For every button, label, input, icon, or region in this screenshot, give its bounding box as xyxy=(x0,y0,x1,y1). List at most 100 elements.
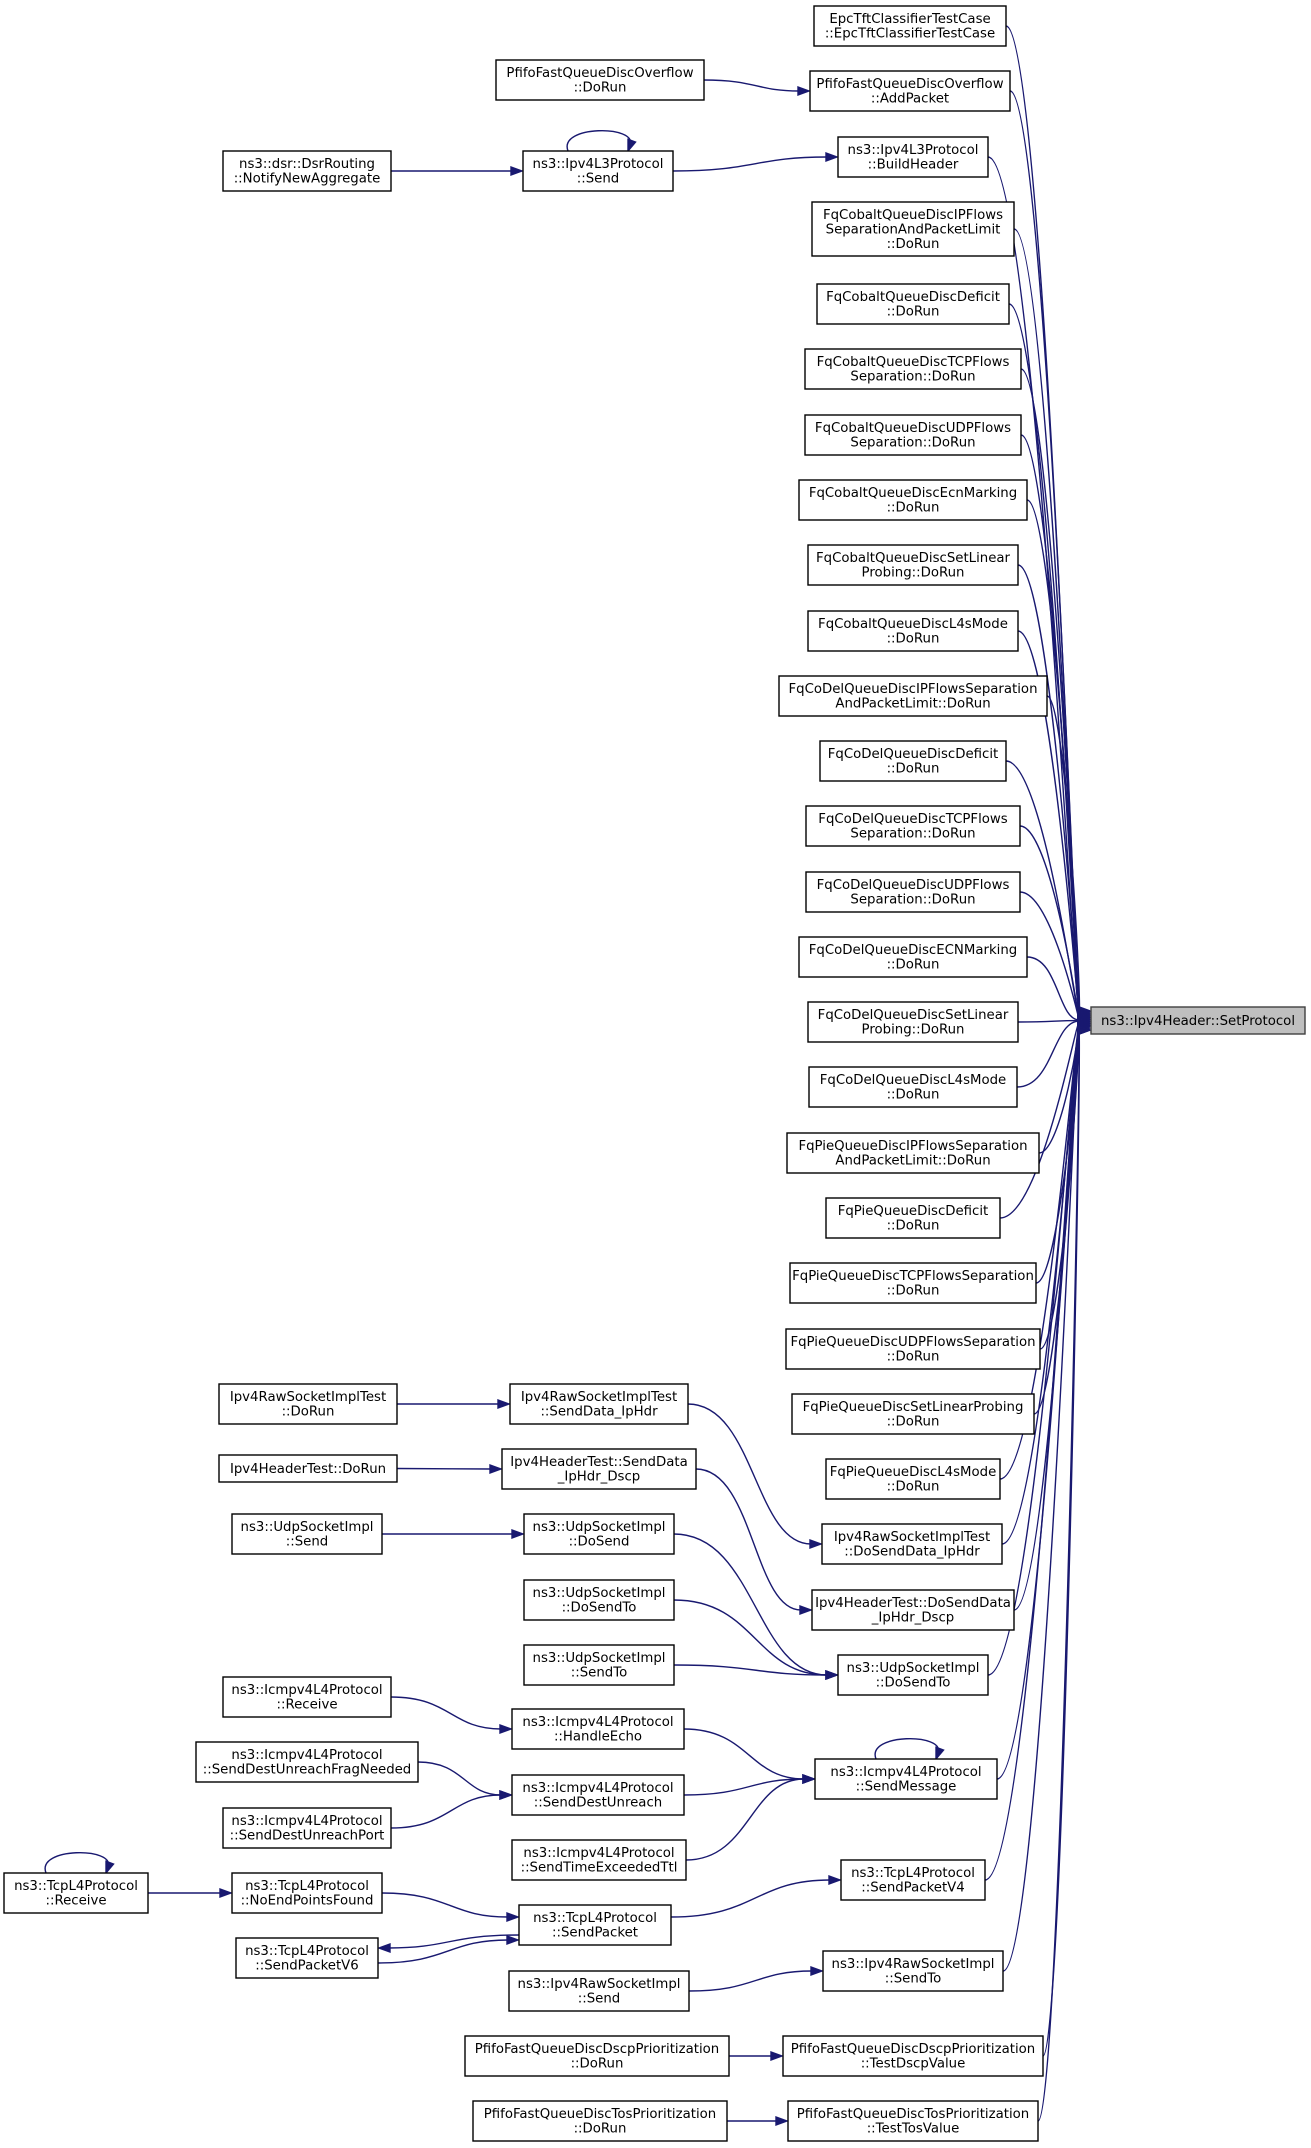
node-ns3-icmpv4l4protocol-senddestunreachport[interactable]: ns3::Icmpv4L4Protocol::SendDestUnreachPo… xyxy=(222,1807,392,1849)
node-pfifofastqueuediscoverflow-addpacket[interactable]: PfifoFastQueueDiscOverflow::AddPacket xyxy=(809,70,1011,112)
node-ns3-udpsocketimpl-sendto[interactable]: ns3::UdpSocketImpl::SendTo xyxy=(523,1644,675,1686)
node-pfifofastqueuediscdscpprioritization-testdscpvalue[interactable]: PfifoFastQueueDiscDscpPrioritization::Te… xyxy=(782,2035,1044,2077)
node-label: ::DoSend xyxy=(569,1535,630,1550)
node-fqpiequeuediscl4smode-dorun[interactable]: FqPieQueueDiscL4sMode::DoRun xyxy=(825,1458,1001,1500)
node-epctftclassifiertestcase-epctftclassifiertestcase[interactable]: EpcTftClassifierTestCase::EpcTftClassifi… xyxy=(813,5,1007,47)
edge-line xyxy=(390,1794,502,1829)
node-ns3-udpsocketimpl-dosendto[interactable]: ns3::UdpSocketImpl::DoSendTo xyxy=(523,1579,675,1621)
node-fqpiequeuediscdeficit-dorun[interactable]: FqPieQueueDiscDeficit::DoRun xyxy=(825,1197,1001,1239)
node-label: ns3::UdpSocketImpl xyxy=(533,1586,666,1601)
node-label: FqCobaltQueueDiscIPFlows xyxy=(823,208,1003,223)
edge-arrowhead xyxy=(627,138,637,153)
node-label: ns3::Icmpv4L4Protocol xyxy=(523,1846,674,1861)
node-label: AndPacketLimit::DoRun xyxy=(835,1154,990,1169)
node-ns3-tcpl4protocol-sendpacket[interactable]: ns3::TcpL4Protocol::SendPacket xyxy=(518,1904,672,1946)
node-ns3-icmpv4l4protocol-sendtimeexceededttl[interactable]: ns3::Icmpv4L4Protocol::SendTimeExceededT… xyxy=(511,1839,687,1881)
node-fqcobaltqueuedisctcpflowsseparation-dorun[interactable]: FqCobaltQueueDiscTCPFlowsSeparation::DoR… xyxy=(804,348,1022,390)
node-ns3-udpsocketimpl-dosend[interactable]: ns3::UdpSocketImpl::DoSend xyxy=(523,1513,675,1555)
node-label: ::EpcTftClassifierTestCase xyxy=(825,27,995,42)
node-fqpiequeuedisctcpflowsseparation-dorun[interactable]: FqPieQueueDiscTCPFlowsSeparation::DoRun xyxy=(789,1262,1037,1304)
edge-icmpFrag-to-icmpSDU xyxy=(417,1761,514,1800)
node-label: FqCoDelQueueDiscUDPFlows xyxy=(817,878,1010,893)
node-label: ns3::Icmpv4L4Protocol xyxy=(231,1748,382,1763)
node-pfifofastqueuediscdscpprioritization-dorun[interactable]: PfifoFastQueueDiscDscpPrioritization::Do… xyxy=(464,2035,730,2077)
edge-pdTest-to-root xyxy=(1042,1025,1092,2057)
node-label: ::NotifyNewAggregate xyxy=(234,172,381,187)
node-fqcodelqueuedisctcpflowsseparation-dorun[interactable]: FqCoDelQueueDiscTCPFlowsSeparation::DoRu… xyxy=(805,805,1021,847)
node-ns3-ipv4rawsocketimpl-sendto[interactable]: ns3::Ipv4RawSocketImpl::SendTo xyxy=(822,1950,1004,1992)
node-pfifofastqueuediscoverflow-dorun[interactable]: PfifoFastQueueDiscOverflow::DoRun xyxy=(495,59,705,101)
node-label: ::DoRun xyxy=(887,1284,940,1299)
node-ns3-ipv4l3protocol-send[interactable]: ns3::Ipv4L3Protocol::Send xyxy=(522,150,674,192)
node-box xyxy=(518,1904,672,1946)
node-label: ns3::dsr::DsrRouting xyxy=(239,157,375,172)
node-box xyxy=(811,201,1015,257)
node-label: PfifoFastQueueDiscTosPrioritization xyxy=(797,2107,1029,2122)
node-label: ns3::Icmpv4L4Protocol xyxy=(830,1765,981,1780)
edge-udpST-to-udpDST xyxy=(673,1664,840,1680)
edge-line xyxy=(874,1738,939,1760)
node-label: FqCobaltQueueDiscDeficit xyxy=(826,290,1000,305)
node-label: Ipv4RawSocketImplTest xyxy=(834,1530,990,1545)
node-ipv4headertest-dorun[interactable]: Ipv4HeaderTest::DoRun xyxy=(218,1454,398,1483)
edge-icmpRecv-to-icmpHE xyxy=(390,1696,514,1734)
node-ns3-tcpl4protocol-noendpointsfound[interactable]: ns3::TcpL4Protocol::NoEndPointsFound xyxy=(231,1872,383,1914)
edge-arrowhead xyxy=(219,1888,234,1898)
node-box xyxy=(822,1950,1004,1992)
node-ns3-ipv4header-setprotocol[interactable]: ns3::Ipv4Header::SetProtocol xyxy=(1090,1006,1306,1035)
edge-line xyxy=(673,1599,828,1676)
node-ns3-tcpl4protocol-receive[interactable]: ns3::TcpL4Protocol::Receive xyxy=(3,1872,149,1914)
node-label: ::NoEndPointsFound xyxy=(241,1894,374,1909)
node-ns3-dsr-dsrrouting-notifynewaggregate[interactable]: ns3::dsr::DsrRouting::NotifyNewAggregate xyxy=(222,150,392,192)
call-edges xyxy=(44,25,1092,2126)
edge-line xyxy=(377,1939,509,1964)
node-fqcobaltqueuediscecnmarking-dorun[interactable]: FqCobaltQueueDiscEcnMarking::DoRun xyxy=(798,479,1028,521)
node-label: ::TestDscpValue xyxy=(861,2057,966,2072)
node-ns3-icmpv4l4protocol-handleecho[interactable]: ns3::Icmpv4L4Protocol::HandleEcho xyxy=(511,1708,685,1750)
node-fqcodelqueuediscecnmarking-dorun[interactable]: FqCoDelQueueDiscECNMarking::DoRun xyxy=(798,936,1028,978)
node-fqcodelqueuediscdeficit-dorun[interactable]: FqCoDelQueueDiscDeficit::DoRun xyxy=(819,740,1007,782)
node-fqcodelqueuediscipflowsseparationandpacketlimit-dorun[interactable]: FqCoDelQueueDiscIPFlowsSeparationAndPack… xyxy=(778,675,1048,717)
node-label: PfifoFastQueueDiscOverflow xyxy=(506,66,693,81)
node-label: ::SendDestUnreachPort xyxy=(230,1829,385,1844)
node-label: ::SendPacketV4 xyxy=(861,1881,965,1896)
node-ns3-ipv4rawsocketimpl-send[interactable]: ns3::Ipv4RawSocketImpl::Send xyxy=(508,1970,690,2012)
node-box xyxy=(782,2035,1044,2077)
node-ipv4rawsocketimpltest-senddata-iphdr[interactable]: Ipv4RawSocketImplTest::SendData_IpHdr xyxy=(509,1383,689,1425)
node-label: Probing::DoRun xyxy=(862,566,965,581)
node-fqcobaltqueuediscdeficit-dorun[interactable]: FqCobaltQueueDiscDeficit::DoRun xyxy=(816,283,1010,325)
node-fqcodelqueuediscudpflowsseparation-dorun[interactable]: FqCoDelQueueDiscUDPFlowsSeparation::DoRu… xyxy=(805,871,1021,913)
node-ns3-icmpv4l4protocol-sendmessage[interactable]: ns3::Icmpv4L4Protocol::SendMessage xyxy=(814,1758,998,1800)
edge-line xyxy=(1017,630,1080,1018)
node-pfifofastqueuedisctosprioritization-dorun[interactable]: PfifoFastQueueDiscTosPrioritization::DoR… xyxy=(472,2100,728,2142)
node-fqcobaltqueuediscipflowsseparationandpacketlimit-dorun[interactable]: FqCobaltQueueDiscIPFlowsSeparationAndPac… xyxy=(811,201,1015,257)
node-ipv4rawsocketimpltest-dosenddata-iphdr[interactable]: Ipv4RawSocketImplTest::DoSendData_IpHdr xyxy=(821,1523,1003,1565)
node-pfifofastqueuedisctosprioritization-testtosvalue[interactable]: PfifoFastQueueDiscTosPrioritization::Tes… xyxy=(787,2100,1039,2142)
node-ns3-tcpl4protocol-sendpacketv4[interactable]: ns3::TcpL4Protocol::SendPacketV4 xyxy=(840,1859,986,1901)
node-label: Ipv4HeaderTest::DoRun xyxy=(230,1462,386,1477)
node-fqcobaltqueuediscl4smode-dorun[interactable]: FqCobaltQueueDiscL4sMode::DoRun xyxy=(807,610,1019,652)
node-fqcobaltqueuediscudpflowsseparation-dorun[interactable]: FqCobaltQueueDiscUDPFlowsSeparation::DoR… xyxy=(804,414,1022,456)
edge-line xyxy=(1046,695,1081,1018)
node-ipv4headertest-senddata-iphdr-dscp[interactable]: Ipv4HeaderTest::SendData_IpHdr_Dscp xyxy=(501,1448,697,1490)
node-ns3-icmpv4l4protocol-receive[interactable]: ns3::Icmpv4L4Protocol::Receive xyxy=(222,1676,392,1718)
node-fqcodelqueuediscl4smode-dorun[interactable]: FqCoDelQueueDiscL4sMode::DoRun xyxy=(808,1066,1018,1108)
node-ns3-udpsocketimpl-send[interactable]: ns3::UdpSocketImpl::Send xyxy=(231,1513,383,1555)
node-label: ::DoRun xyxy=(887,762,940,777)
node-ns3-tcpl4protocol-sendpacketv6[interactable]: ns3::TcpL4Protocol::SendPacketV6 xyxy=(235,1937,379,1979)
node-fqpiequeuediscudpflowsseparation-dorun[interactable]: FqPieQueueDiscUDPFlowsSeparation::DoRun xyxy=(785,1328,1041,1370)
edge-arrowhead xyxy=(825,1670,840,1680)
node-ns3-icmpv4l4protocol-senddestunreachfragneeded[interactable]: ns3::Icmpv4L4Protocol::SendDestUnreachFr… xyxy=(195,1741,419,1783)
node-ns3-udpsocketimpl-dosendto[interactable]: ns3::UdpSocketImpl::DoSendTo xyxy=(837,1654,989,1696)
edge-arrowhead xyxy=(935,1746,945,1761)
node-box xyxy=(523,1513,675,1555)
node-fqpiequeuediscipflowsseparationandpacketlimit-dorun[interactable]: FqPieQueueDiscIPFlowsSeparationAndPacket… xyxy=(786,1132,1040,1174)
node-fqpiequeuediscsetlinearprobing-dorun[interactable]: FqPieQueueDiscSetLinearProbing::DoRun xyxy=(791,1393,1035,1435)
node-ns3-icmpv4l4protocol-senddestunreach[interactable]: ns3::Icmpv4L4Protocol::SendDestUnreach xyxy=(511,1774,685,1816)
node-ns3-ipv4l3protocol-buildheader[interactable]: ns3::Ipv4L3Protocol::BuildHeader xyxy=(837,136,989,178)
edge-line xyxy=(1002,1029,1080,1972)
node-ipv4rawsocketimpltest-dorun[interactable]: Ipv4RawSocketImplTest::DoRun xyxy=(218,1383,398,1425)
node-ipv4headertest-dosenddata-iphdr-dscp[interactable]: Ipv4HeaderTest::DoSendData_IpHdr_Dscp xyxy=(811,1589,1015,1631)
